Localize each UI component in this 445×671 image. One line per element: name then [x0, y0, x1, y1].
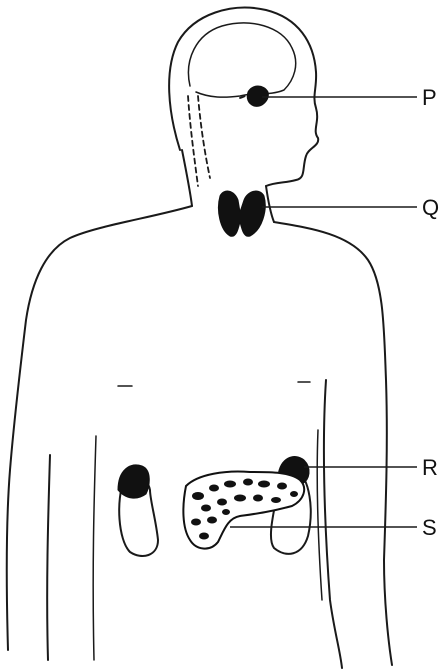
torso-left-shoulder: [7, 206, 192, 650]
label-s: S: [422, 515, 437, 540]
brain-stem: [198, 96, 210, 178]
right-arm-inner: [324, 380, 342, 668]
left-waist: [93, 436, 96, 660]
left-adrenal-gland: [118, 465, 149, 498]
neck-right: [266, 186, 274, 222]
brain-outline: [188, 23, 295, 97]
left-arm-inner: [47, 455, 50, 660]
right-waist: [317, 430, 322, 600]
label-p: P: [422, 85, 437, 110]
pituitary-gland: [247, 86, 268, 106]
thyroid-gland: [218, 191, 265, 236]
spine-line-left: [188, 96, 198, 186]
label-r: R: [422, 455, 438, 480]
neck-left: [182, 150, 192, 206]
torso-right-shoulder: [274, 222, 392, 665]
label-q: Q: [422, 195, 439, 220]
